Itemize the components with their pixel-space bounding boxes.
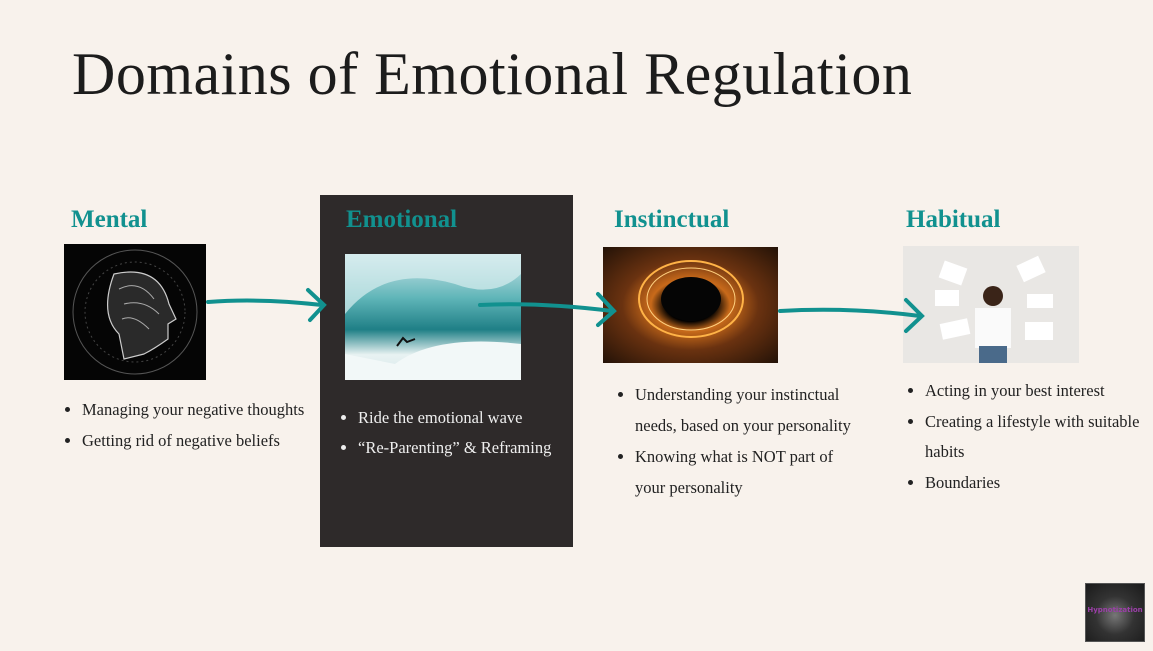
instinctual-bullets: Understanding your instinctual needs, ba…	[617, 379, 865, 503]
surfer-wave-image	[345, 254, 521, 380]
bullet: Ride the emotional wave	[358, 403, 578, 433]
brand-logo: Hypnotization	[1085, 583, 1145, 642]
brain-head-image	[64, 244, 206, 380]
heading-emotional: Emotional	[346, 206, 458, 233]
bullet: Acting in your best interest	[925, 376, 1153, 407]
heading-habitual: Habitual	[906, 206, 1001, 233]
habitual-bullets: Acting in your best interest Creating a …	[907, 376, 1153, 498]
mental-bullets: Managing your negative thoughts Getting …	[64, 394, 322, 456]
heading-mental: Mental	[71, 206, 148, 233]
bullet: “Re-Parenting” & Reframing	[358, 433, 578, 463]
bullet: Getting rid of negative beliefs	[82, 425, 322, 456]
bullet: Managing your negative thoughts	[82, 394, 322, 425]
arrow-icon	[478, 292, 617, 327]
slide-title: Domains of Emotional Regulation	[72, 41, 913, 107]
bullet: Boundaries	[925, 468, 1153, 499]
healthy-habits-image	[903, 246, 1079, 363]
arrow-icon	[206, 288, 327, 322]
fire-spiral-image	[603, 247, 778, 363]
heading-instinctual: Instinctual	[614, 206, 730, 233]
bullet: Creating a lifestyle with suitable habit…	[925, 407, 1153, 468]
bullet: Understanding your instinctual needs, ba…	[635, 379, 865, 441]
logo-text: Hypnotization	[1087, 606, 1143, 614]
emotional-bullets: Ride the emotional wave “Re-Parenting” &…	[340, 403, 578, 462]
bullet: Knowing what is NOT part of your persona…	[635, 441, 865, 503]
arrow-icon	[778, 298, 925, 333]
